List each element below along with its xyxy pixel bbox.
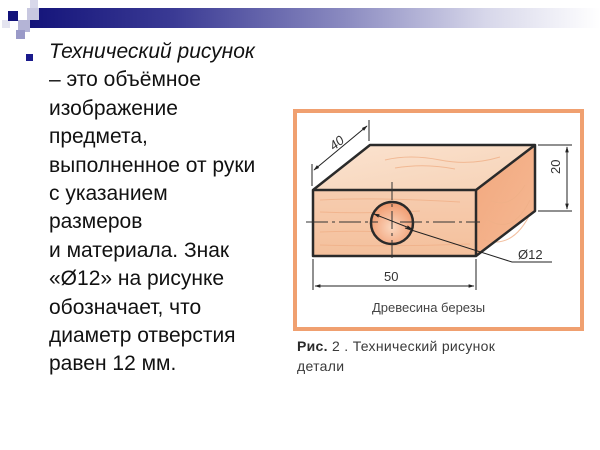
decorative-square <box>2 20 10 28</box>
block-side-face <box>476 145 535 256</box>
block-top-face <box>313 145 535 190</box>
material-label: Древесина березы <box>372 300 485 315</box>
text-line: обозначает, что <box>49 295 202 319</box>
caption-text: Технический рисунок <box>352 338 496 354</box>
dimension-length: 50 <box>384 269 398 284</box>
text-line: равен 12 мм. <box>49 352 177 376</box>
decorative-square <box>8 11 18 21</box>
text-line: и материала. Знак <box>49 238 230 262</box>
definition-text: Технический рисунок – это объёмное изобр… <box>49 38 289 379</box>
dimension-height: 20 <box>548 160 563 174</box>
text-line: изображение <box>49 96 178 120</box>
caption-text-line2: детали <box>297 358 345 374</box>
text-line: – это объёмное <box>49 68 201 92</box>
decorative-square <box>30 0 38 8</box>
title-bar-gradient <box>30 8 600 28</box>
text-line: «Ø12» на рисунке <box>49 267 225 291</box>
text-line: диаметр отверстия <box>49 324 236 348</box>
figure-caption: Рис. 2 . Технический рисунок детали <box>297 336 495 376</box>
text-line: предмета, <box>49 125 148 149</box>
caption-number: 2 . <box>332 338 349 354</box>
decorative-square <box>16 30 25 39</box>
text-line: с указанием <box>49 182 168 206</box>
decorative-square <box>27 8 39 20</box>
decorative-square <box>18 20 30 32</box>
text-line: размеров <box>49 210 143 234</box>
caption-label: Рис. <box>297 338 328 354</box>
square-bullet-icon <box>26 54 33 61</box>
dimension-hole-diameter: Ø12 <box>518 247 543 262</box>
text-line: выполненное от руки <box>49 153 256 177</box>
term: Технический рисунок <box>49 40 255 63</box>
